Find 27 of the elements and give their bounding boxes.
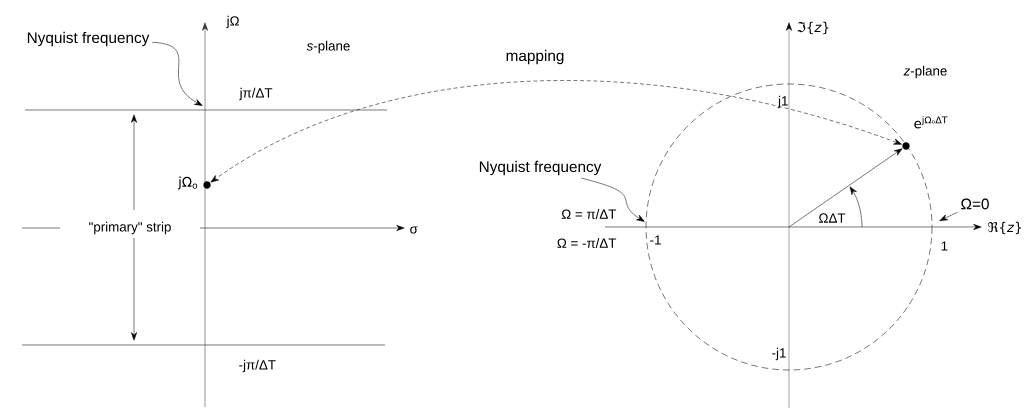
arrow	[210, 80, 902, 183]
axis-label: σ	[410, 226, 418, 234]
axis-label: jΩ	[226, 15, 239, 29]
axis-label: -j1	[772, 347, 786, 361]
callout-text: Nyquist frequency	[479, 160, 602, 176]
axis-label: s-plane	[306, 40, 350, 54]
point-label: e$^{jΩₒΔT}$	[914, 116, 948, 129]
axis-label: ℑ{z}	[797, 21, 829, 35]
axis-label: ΩΔT	[819, 213, 846, 223]
arrow	[580, 177, 645, 222]
edge-label: mapping	[504, 48, 566, 66]
arrow	[939, 211, 958, 221]
axis-label: "primary" strip	[89, 221, 171, 235]
axis-label: Ω = -π/ΔT	[557, 238, 617, 248]
arrow	[788, 148, 903, 228]
arrow	[152, 42, 203, 106]
axis-label: -1	[650, 235, 661, 245]
point-label: jΩ$_{o}$	[177, 176, 198, 190]
callout-text: Nyquist frequency	[27, 31, 150, 47]
axis-label: -jπ/ΔT	[239, 359, 276, 373]
axis-label: jπ/ΔT	[239, 87, 273, 101]
axis-label: j1	[777, 95, 788, 109]
axis-label: z-plane	[903, 65, 947, 79]
axis-label: ℜ{z}	[988, 221, 1021, 235]
axis-label: Ω = π/ΔT	[561, 209, 617, 219]
axis-label: 1	[941, 241, 948, 251]
callout-text: Ω=0	[961, 198, 989, 210]
